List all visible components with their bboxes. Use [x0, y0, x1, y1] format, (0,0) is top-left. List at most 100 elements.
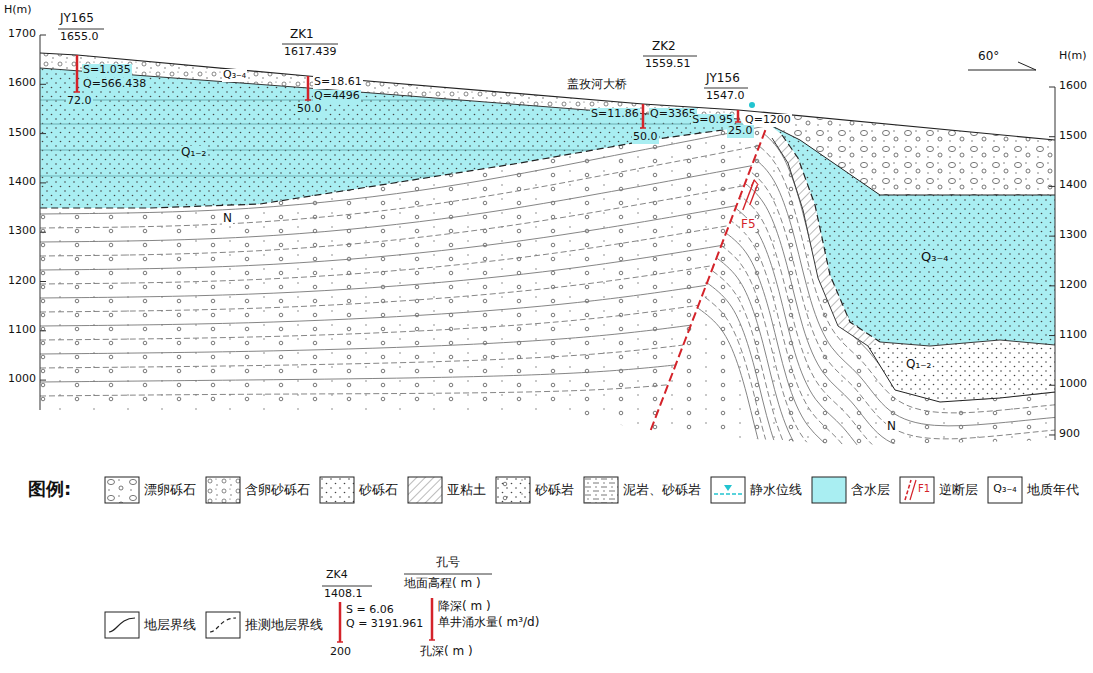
swatch-box	[900, 477, 934, 503]
aquifer	[770, 125, 1055, 346]
borehole-id: JY156	[706, 72, 740, 86]
bedding-line	[40, 224, 738, 284]
well-yield: Q = 3191.961	[346, 618, 423, 631]
borehole-depth: 50.0	[296, 103, 323, 116]
axis-tick	[1049, 285, 1055, 286]
swatch-box	[105, 612, 139, 638]
borehole-depth: 200	[330, 646, 351, 659]
key-text: 孔深( m )	[420, 645, 473, 659]
stratum-age: Q₁₋₂	[905, 358, 932, 372]
legend-text: 漂卵砾石	[144, 483, 196, 498]
axis-tick	[40, 380, 46, 381]
boreholes	[58, 29, 755, 642]
fault-line	[650, 118, 770, 432]
axis-label: 1600	[1059, 80, 1087, 93]
bedding-line	[40, 324, 700, 354]
legend-text: 砂砾石	[359, 483, 398, 498]
fraction-line	[704, 88, 748, 89]
legend-text: 静水位线	[750, 483, 802, 498]
drawdown: S = 6.06	[346, 604, 394, 617]
axis-label: 1600	[8, 77, 36, 90]
key-text: 降深( m )	[438, 600, 491, 614]
swatch-box	[206, 477, 240, 503]
legend-swatch	[711, 477, 745, 503]
axis-label: 1500	[1059, 130, 1087, 143]
borehole-id: ZK4	[326, 569, 348, 582]
axis-tick	[1049, 186, 1055, 187]
legend-text: 逆断层	[939, 483, 978, 498]
aquifer-pattern	[770, 125, 1055, 346]
layer-line	[40, 176, 760, 177]
axis-tick	[1049, 236, 1055, 237]
legend-text: 亚粘土	[447, 483, 486, 498]
ground-elevation: 1408.1	[324, 588, 363, 601]
axes	[40, 35, 1055, 440]
legend-text: 砂砾岩	[535, 483, 574, 498]
axis-title: H(m)	[1059, 50, 1087, 63]
legend-swatch	[320, 477, 354, 503]
legend-text: 含水层	[851, 483, 890, 498]
fault-name: F5	[740, 218, 757, 232]
legend-swatch	[408, 477, 442, 503]
inferred-boundary	[40, 127, 745, 208]
inferred-boundary	[782, 135, 880, 342]
fraction-line	[643, 56, 697, 57]
axis-label: 1200	[1059, 279, 1087, 292]
bedding-line	[40, 384, 677, 396]
borehole	[642, 104, 645, 128]
stratum-boundary	[880, 340, 1055, 346]
borehole	[307, 76, 310, 100]
axis-tick	[40, 84, 46, 85]
static-water-mark	[749, 102, 755, 108]
swatch-box	[711, 477, 745, 503]
swatch-box	[408, 477, 442, 503]
axis-label: 1100	[8, 324, 36, 337]
borehole-bottom	[74, 91, 80, 93]
axis-label: 1100	[1059, 329, 1087, 342]
axis-label: 1000	[8, 373, 36, 386]
borehole	[76, 55, 79, 92]
legend-swatches	[105, 477, 1022, 638]
axis-tick	[40, 281, 46, 282]
fault-symbol	[910, 480, 916, 500]
stratum-age: N	[222, 212, 233, 226]
axis-tick	[1049, 434, 1055, 435]
boundary-sample	[210, 618, 236, 632]
fraction-line	[404, 574, 492, 575]
drawdown: S=1.035	[82, 64, 132, 77]
fraction-line	[322, 586, 372, 587]
clay-strip	[772, 135, 880, 346]
place-name: 盖孜河大桥	[566, 78, 628, 92]
key-text: 孔号	[436, 556, 460, 570]
fraction-line	[282, 44, 338, 45]
bedding-line	[40, 364, 684, 382]
borehole-bottom	[429, 639, 435, 641]
water-triangle	[724, 485, 732, 491]
axis-label: 1200	[8, 275, 36, 288]
borehole-bottom	[640, 127, 646, 129]
bedding-line	[40, 284, 715, 326]
fault-arrow	[751, 180, 758, 186]
axis-tick	[1049, 87, 1055, 88]
borehole-id: ZK1	[290, 28, 314, 42]
axis-title: H(m)	[4, 4, 32, 17]
legend-text: 推测地层界线	[245, 618, 323, 633]
bedding-line	[40, 264, 723, 312]
swatch-box	[988, 477, 1022, 503]
legend-swatch	[206, 612, 240, 638]
axis-line	[40, 35, 41, 410]
ground-elevation: 1617.439	[284, 46, 337, 59]
legend-swatch	[496, 477, 530, 503]
borehole	[431, 598, 434, 640]
borehole-bottom	[735, 121, 741, 123]
legend-text: 泥岩、砂砾岩	[623, 483, 701, 498]
bedding-line	[40, 344, 692, 368]
ground-line	[40, 53, 738, 110]
stratum-boundary	[868, 346, 1055, 402]
legend-swatch	[900, 477, 934, 503]
stratum-age: N	[886, 420, 897, 434]
axis-label: 900	[1059, 428, 1080, 441]
dip-angle: 60°	[978, 50, 999, 64]
legend-text: 含卵砂砾石	[245, 483, 310, 498]
